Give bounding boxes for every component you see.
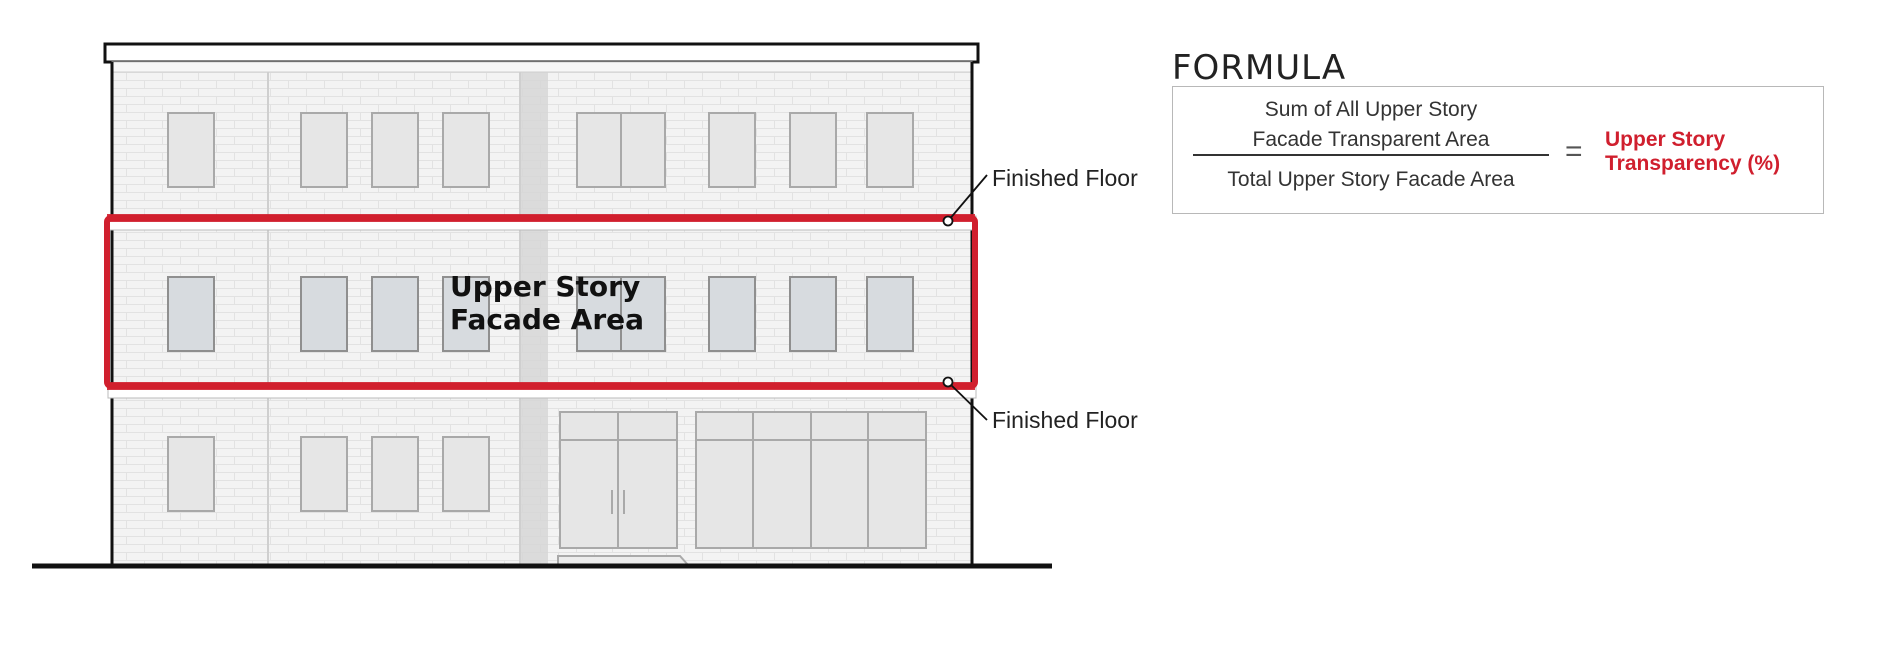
finished-floor-band-bottom bbox=[107, 382, 975, 390]
window bbox=[789, 276, 837, 352]
window bbox=[300, 436, 348, 512]
formula-denominator: Total Upper Story Facade Area bbox=[1227, 168, 1515, 191]
formula-heading: FORMULA bbox=[1172, 48, 1347, 88]
finished-floor-bottom-marker bbox=[942, 376, 954, 388]
equals-sign: = bbox=[1565, 135, 1583, 168]
finished-floor-band-top bbox=[107, 214, 975, 222]
formula-box: Sum of All Upper Story Facade Transparen… bbox=[1172, 86, 1824, 214]
fraction-bar bbox=[1193, 154, 1549, 156]
window bbox=[371, 112, 419, 188]
window bbox=[167, 112, 215, 188]
finished-floor-top-marker bbox=[942, 215, 954, 227]
window bbox=[442, 436, 490, 512]
window bbox=[708, 276, 756, 352]
window bbox=[789, 112, 837, 188]
numerator-line-1: Sum of All Upper Story bbox=[1264, 98, 1478, 121]
upper-story-facade-area-label-line1: Upper Story bbox=[450, 270, 640, 303]
window bbox=[442, 112, 490, 188]
result-line-2: Transparency (%) bbox=[1605, 152, 1781, 175]
window bbox=[866, 276, 914, 352]
entrance-door bbox=[557, 411, 691, 566]
window bbox=[300, 276, 348, 352]
window bbox=[167, 436, 215, 512]
formula-numerator: Sum of All Upper Story Facade Transparen… bbox=[1191, 95, 1551, 155]
cornice-band bbox=[111, 61, 973, 73]
formula-result: Upper Story Transparency (%) bbox=[1605, 128, 1780, 176]
result-line-1: Upper Story bbox=[1605, 128, 1726, 151]
window bbox=[300, 112, 348, 188]
upper-story-facade-area-label-line2: Facade Area bbox=[450, 303, 644, 336]
numerator-line-2: Facade Transparent Area bbox=[1252, 128, 1490, 151]
storefront-window bbox=[695, 411, 927, 549]
middle-floor-windows bbox=[167, 276, 914, 352]
window bbox=[708, 112, 756, 188]
finished-floor-label-bottom: Finished Floor bbox=[992, 407, 1138, 433]
window bbox=[371, 436, 419, 512]
pilaster-shadow bbox=[520, 45, 548, 565]
window bbox=[866, 112, 914, 188]
window bbox=[442, 276, 490, 352]
finished-floor-top-leader bbox=[947, 174, 988, 222]
finished-floor-bottom-leader bbox=[947, 381, 988, 421]
cornice bbox=[103, 42, 980, 64]
ground-floor-windows bbox=[167, 436, 490, 512]
top-floor-windows bbox=[167, 112, 914, 188]
window bbox=[371, 276, 419, 352]
finished-floor-label-top: Finished Floor bbox=[992, 165, 1138, 191]
window bbox=[167, 276, 215, 352]
